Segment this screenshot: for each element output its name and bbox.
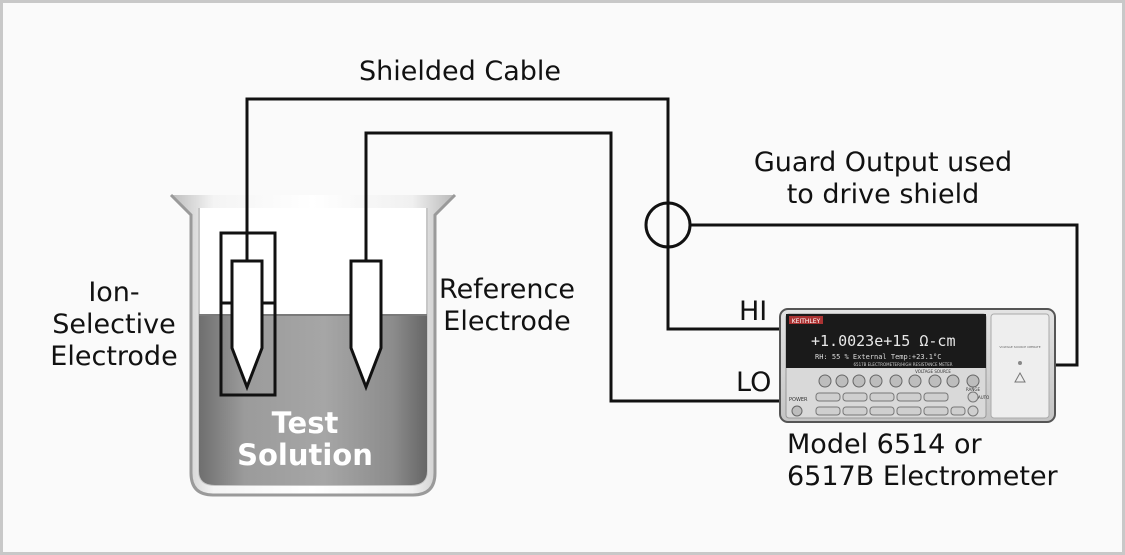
electrometer-model-label: Model 6514 or 6517B Electrometer	[787, 429, 1058, 493]
meter-key-9	[896, 406, 922, 416]
guard-shield-symbol	[644, 201, 692, 249]
meter-button-vs-a	[908, 374, 922, 388]
brand-badge	[789, 316, 823, 324]
model-label-line2: 6517B Electrometer	[787, 461, 1058, 492]
shield-sleeve-lower	[219, 303, 277, 397]
ion-label-line2: Selective	[52, 309, 176, 340]
electrometer-side-panel	[990, 313, 1050, 419]
reference-electrode	[349, 259, 383, 392]
wiring	[245, 97, 1079, 403]
meter-button-range-up	[966, 374, 980, 388]
reference-electrode-body	[349, 259, 383, 392]
meter-sub-reading: RH: 55 % External Temp:+23.1°C	[815, 353, 941, 361]
meter-main-reading: +1.0023e+15 Ω-cm	[811, 332, 956, 350]
wiring-diagram: KEITHLEY +1.0023e+15 Ω-cm RH: 55 % Exter…	[169, 97, 1079, 497]
meter-buttons-row3	[815, 405, 979, 417]
meter-button-vs-b	[928, 374, 942, 388]
meter-voltage-source-label: VOLTAGE SOURCE	[915, 369, 951, 374]
meter-key-2	[842, 392, 868, 402]
ion-label-line3: Electrode	[50, 341, 178, 372]
meter-power-label: POWER	[789, 397, 808, 403]
ion-selective-electrode	[219, 231, 277, 397]
brand-text: KEITHLEY	[792, 318, 821, 325]
meter-button-q	[869, 374, 883, 388]
meter-key-3	[869, 392, 895, 402]
meter-button-i	[835, 374, 849, 388]
meter-power-switch	[791, 405, 803, 417]
guard-output-line2: to drive shield	[786, 179, 980, 210]
meter-auto-label: AUTO	[978, 395, 989, 400]
guard-wire	[691, 223, 1079, 367]
meter-button-r	[852, 374, 866, 388]
lo-terminal-label: LO	[736, 367, 772, 398]
test-solution-line1: Test	[271, 406, 339, 440]
meter-button-auto	[967, 391, 979, 403]
shielded-cable-label: Shielded Cable	[359, 56, 561, 87]
meter-button-v	[818, 374, 832, 388]
meter-buttons-row2	[815, 391, 979, 403]
reference-label-line2: Electrode	[443, 306, 571, 337]
lo-wire	[364, 131, 786, 403]
meter-key-8	[869, 406, 895, 416]
electrometer: KEITHLEY +1.0023e+15 Ω-cm RH: 55 % Exter…	[779, 308, 1056, 423]
meter-key-7	[842, 406, 868, 416]
meter-key-1	[815, 392, 841, 402]
reference-electrode-label: Reference Electrode	[431, 274, 583, 338]
ion-label-line1: Ion-	[88, 277, 140, 308]
test-solution-line2: Solution	[237, 438, 373, 472]
meter-buttons-row1	[818, 374, 980, 388]
model-label-line1: Model 6514 or	[787, 429, 982, 460]
meter-button-opt	[889, 374, 903, 388]
meter-key-11	[950, 406, 966, 416]
meter-key-4	[896, 392, 922, 402]
hi-wire	[245, 97, 786, 331]
meter-range-label: RANGE	[966, 387, 980, 392]
hi-terminal-label: HI	[739, 296, 768, 327]
guard-output-label: Guard Output used to drive shield	[743, 147, 1023, 211]
meter-button-vs-c	[946, 374, 960, 388]
ion-selective-electrode-label: Ion- Selective Electrode	[39, 277, 189, 373]
guard-output-line1: Guard Output used	[753, 147, 1013, 178]
meter-key-10	[923, 406, 949, 416]
test-solution-label: Test Solution	[215, 407, 395, 471]
meter-operate-led	[1018, 361, 1022, 365]
meter-warning-icon	[1014, 371, 1026, 383]
meter-side-panel-text: VOLTAGE SOURCE OPERATE	[999, 345, 1040, 349]
meter-key-6	[815, 406, 841, 416]
reference-label-line1: Reference	[439, 274, 575, 305]
meter-button-range-down	[967, 405, 979, 417]
meter-key-5	[923, 392, 949, 402]
ion-electrode-body	[230, 259, 264, 392]
meter-model-caption: 6517B ELECTROMETER/HIGH RESISTANCE METER	[853, 362, 952, 367]
